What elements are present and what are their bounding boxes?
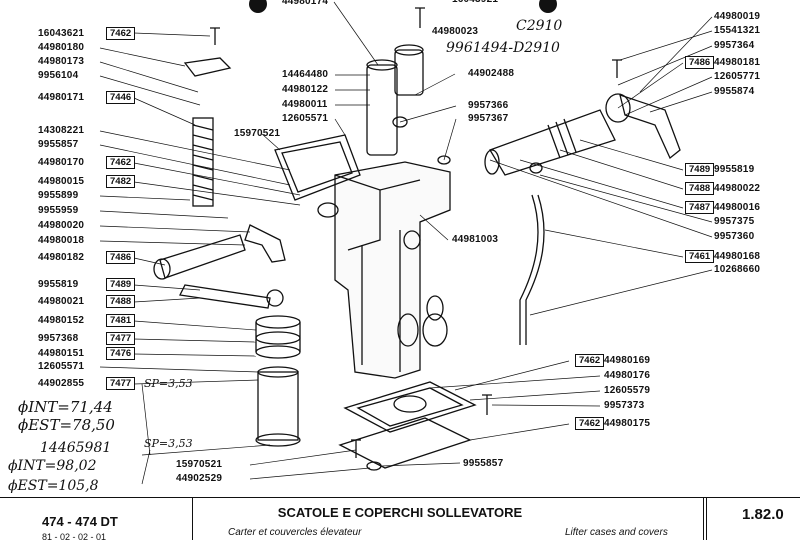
exploded-view-drawing	[99, 0, 713, 485]
part-number-label: 44980170	[38, 157, 85, 168]
reference-box: 7462	[575, 417, 605, 430]
handwritten-note-1: C2910	[516, 18, 563, 34]
part-number-label: 16043621	[38, 28, 85, 39]
part-number-44980023: 44980023	[432, 26, 479, 37]
part-number-44980122: 44980122	[282, 84, 329, 95]
part-number-label: 15541321	[714, 25, 761, 36]
part-number-label: 44980173	[38, 56, 85, 67]
reference-box: 7462	[106, 27, 136, 40]
part-number-top-2: 16043921	[452, 0, 498, 5]
part-number-label: 44902855	[38, 378, 85, 389]
part-number-label: 44980016	[714, 202, 761, 213]
part-number-9957367: 9957367	[468, 113, 509, 124]
reference-box: 7446	[106, 91, 136, 104]
reference-box: 7486	[685, 56, 715, 69]
reference-box: 7487	[685, 201, 715, 214]
part-number-top-1: 44980174	[282, 0, 329, 7]
part-number-label: 44980015	[38, 176, 85, 187]
reference-box: 7489	[106, 278, 136, 291]
part-number-44902529: 44902529	[176, 473, 223, 484]
subtitle-english: Lifter cases and covers	[565, 527, 668, 538]
part-number-label: 9955819	[714, 164, 755, 175]
part-number-label: 44980019	[714, 11, 761, 22]
part-number-label: 12605571	[38, 361, 85, 372]
part-number-label: 9955959	[38, 205, 79, 216]
handwritten-sp-2: SP=3,53	[144, 437, 193, 450]
part-number-label: 44980181	[714, 57, 761, 68]
reference-box: 7488	[685, 182, 715, 195]
reference-box: 7486	[106, 251, 136, 264]
handwritten-int-2: ϕINT=98,02	[8, 458, 97, 474]
part-number-15970521-bottom: 15970521	[176, 459, 223, 470]
part-number-label: 9955899	[38, 190, 79, 201]
reference-box: 7477	[106, 332, 136, 345]
part-number-label: 9957364	[714, 40, 755, 51]
reference-box: 7462	[106, 156, 136, 169]
reference-box: 7462	[575, 354, 605, 367]
page-footer: 474 - 474 DT 81 - 02 - 02 - 01 SCATOLE E…	[0, 497, 800, 540]
part-number-label: 44980171	[38, 92, 85, 103]
part-number-15970521: 15970521	[234, 128, 281, 139]
handwritten-note-2: 9961494-D2910	[446, 40, 560, 56]
catalog-date: 81 - 02 - 02 - 01	[42, 532, 107, 540]
reference-box: 7481	[106, 314, 136, 327]
handwritten-est-2: ϕEST=105,8	[8, 478, 99, 494]
part-number-label: 44980152	[38, 315, 85, 326]
part-number-label: 44980021	[38, 296, 85, 307]
part-number-9957366: 9957366	[468, 100, 509, 111]
part-number-label: 44980175	[604, 418, 651, 429]
part-number-label: 44980151	[38, 348, 85, 359]
handwritten-part-2: 14465981	[40, 440, 112, 456]
part-number-44980011: 44980011	[282, 99, 328, 110]
part-number-label: 44980176	[604, 370, 651, 381]
part-number-label: 44980169	[604, 355, 651, 366]
part-number-label: 44980168	[714, 251, 761, 262]
handwritten-sp-1: SP=3,53	[144, 377, 193, 390]
part-number-label: 10268660	[714, 264, 761, 275]
part-number-label: 9957360	[714, 231, 755, 242]
part-number-14464480: 14464480	[282, 69, 329, 80]
model-number: 474 - 474 DT	[42, 514, 118, 529]
part-number-label: 12605771	[714, 71, 761, 82]
part-number-12605571: 12605571	[282, 113, 329, 124]
reference-box: 7461	[685, 250, 715, 263]
part-number-label: 9957375	[714, 216, 755, 227]
page-title: SCATOLE E COPERCHI SOLLEVATORE	[277, 505, 523, 520]
subtitle-french: Carter et couvercles élevateur	[228, 527, 362, 538]
part-number-label: 9956104	[38, 70, 79, 81]
handwritten-int-1: ϕINT=71,44	[18, 398, 113, 416]
part-number-label: 9957373	[604, 400, 645, 411]
reference-box: 7477	[106, 377, 136, 390]
part-number-44902488: 44902488	[468, 68, 515, 79]
part-number-label: 9955857	[38, 139, 79, 150]
part-number-label: 9955874	[714, 86, 755, 97]
part-number-label: 44980180	[38, 42, 85, 53]
part-number-label: 44980182	[38, 252, 85, 263]
part-number-label: 44980018	[38, 235, 85, 246]
part-number-label: 9955819	[38, 279, 79, 290]
part-number-9955857-bottom: 9955857	[463, 458, 504, 469]
part-number-label: 12605579	[604, 385, 651, 396]
reference-box: 7488	[106, 295, 136, 308]
part-number-44981003: 44981003	[452, 234, 499, 245]
part-number-label: 9957368	[38, 333, 79, 344]
reference-box: 7489	[685, 163, 715, 176]
part-number-label: 44980022	[714, 183, 761, 194]
reference-box: 7482	[106, 175, 136, 188]
part-number-label: 44980020	[38, 220, 85, 231]
reference-box: 7476	[106, 347, 136, 360]
part-number-label: 14308221	[38, 125, 85, 136]
page-number: 1.82.0	[742, 506, 784, 523]
handwritten-est-1: ϕEST=78,50	[18, 416, 115, 434]
